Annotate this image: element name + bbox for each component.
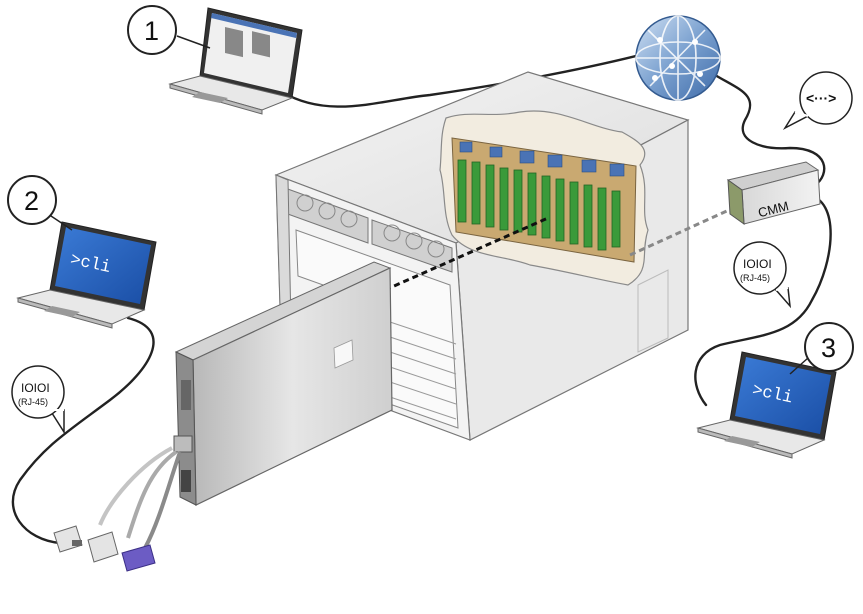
callout-2: 2 — [7, 175, 73, 231]
serial-port-right: (RJ-45) — [740, 273, 770, 283]
midplane-board — [451, 137, 637, 263]
serial-callout-right: IOIOI (RJ-45) — [733, 241, 792, 309]
vga-connector — [121, 544, 156, 572]
laptop-3: >cli — [696, 351, 837, 459]
serial-port-left: (RJ-45) — [18, 397, 48, 407]
network-callout: <···> — [782, 71, 853, 130]
serial-cable-right — [694, 193, 832, 407]
server-chassis — [274, 71, 690, 441]
cmm-label: CMM — [756, 198, 790, 220]
cmm-module: CMM — [726, 161, 821, 226]
callout-2-number: 2 — [24, 186, 39, 216]
serial-callout-left: IOIOI (RJ-45) — [11, 365, 65, 435]
serial-symbol-left: IOIOI — [21, 381, 50, 395]
serial-symbol-right: IOIOI — [743, 257, 772, 271]
fan-module-right — [371, 219, 453, 273]
callout-1-number: 1 — [144, 16, 159, 46]
cables — [11, 53, 832, 545]
laptop-2: >cli — [16, 221, 157, 329]
network-cable-right — [713, 73, 826, 192]
globe-icon — [635, 15, 721, 101]
callout-3: 3 — [789, 322, 854, 375]
dashed-links — [384, 203, 741, 292]
server-blade — [173, 261, 393, 506]
network-cable-top — [280, 53, 642, 108]
dongle-cable — [53, 446, 182, 572]
callout-3-number: 3 — [821, 333, 836, 363]
laptop-1 — [168, 7, 303, 115]
serial-cable-left — [11, 316, 155, 545]
callout-1: 1 — [127, 5, 211, 55]
network-symbol: <···> — [806, 90, 836, 106]
